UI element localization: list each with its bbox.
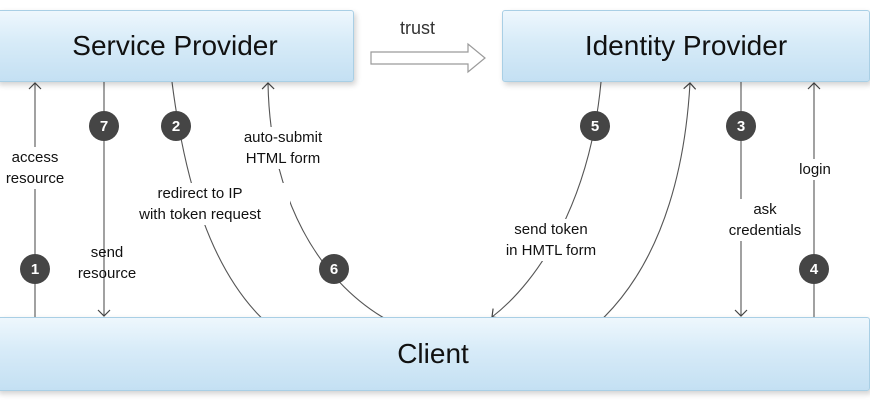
trust-label: trust	[400, 18, 436, 38]
service-provider-box: Service Provider	[0, 10, 354, 82]
step-4-badge: 4	[799, 254, 829, 284]
service-provider-title: Service Provider	[72, 30, 278, 61]
step-3-badge: 3	[726, 111, 756, 141]
step-6-badge: 6	[319, 254, 349, 284]
arrow-auto-submit	[261, 82, 385, 319]
client-title: Client	[397, 338, 469, 369]
trust-arrow	[370, 42, 486, 74]
step-7-badge: 7	[89, 111, 119, 141]
label-auto-submit: auto-submit HTML form	[225, 127, 341, 169]
step-1-badge: 1	[20, 254, 50, 284]
step-2-badge: 2	[161, 111, 191, 141]
client-box: Client	[0, 317, 870, 391]
step-5-badge: 5	[580, 111, 610, 141]
identity-provider-box: Identity Provider	[502, 10, 870, 82]
label-login: login	[791, 159, 839, 180]
label-send-token: send token in HMTL form	[483, 219, 619, 261]
identity-provider-title: Identity Provider	[584, 30, 788, 61]
label-redirect: redirect to IP with token request	[110, 183, 290, 225]
label-ask-credentials: ask credentials	[720, 199, 810, 241]
label-send-resource: send resource	[77, 244, 137, 282]
label-access-resource: access resource	[0, 147, 78, 189]
